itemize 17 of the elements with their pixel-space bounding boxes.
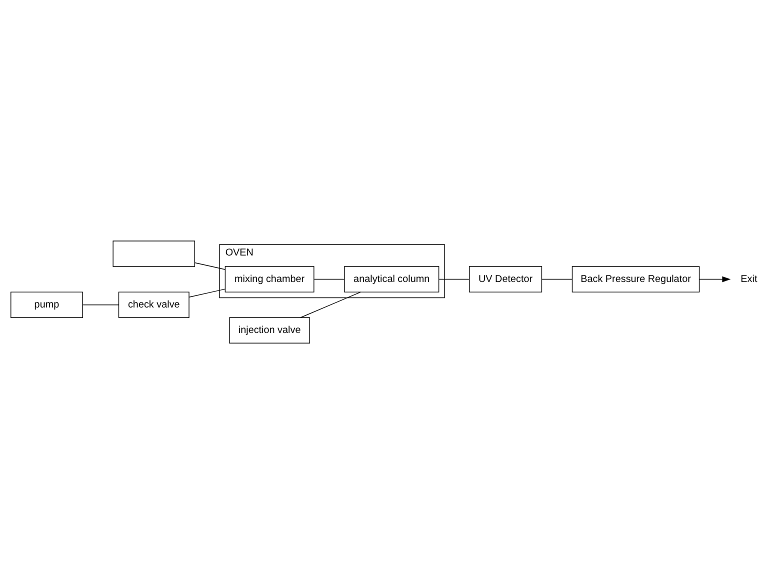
node-box: injection valve (229, 316, 310, 344)
node-box (112, 240, 196, 266)
node-text: Exit (740, 273, 758, 284)
node-box: mixing chamber (224, 266, 314, 292)
connector (194, 262, 226, 270)
node-box: UV Detector (468, 266, 542, 292)
connector (314, 278, 345, 280)
connector (300, 291, 362, 318)
connector (188, 288, 226, 297)
node-box: pump (10, 291, 83, 318)
node-box: Back Pressure Regulator (572, 266, 700, 292)
arrow (699, 276, 731, 282)
node-box: check valve (118, 291, 190, 318)
connector (438, 278, 470, 280)
node-box: analytical column (344, 266, 440, 292)
connector (82, 304, 120, 305)
connector (541, 278, 573, 280)
